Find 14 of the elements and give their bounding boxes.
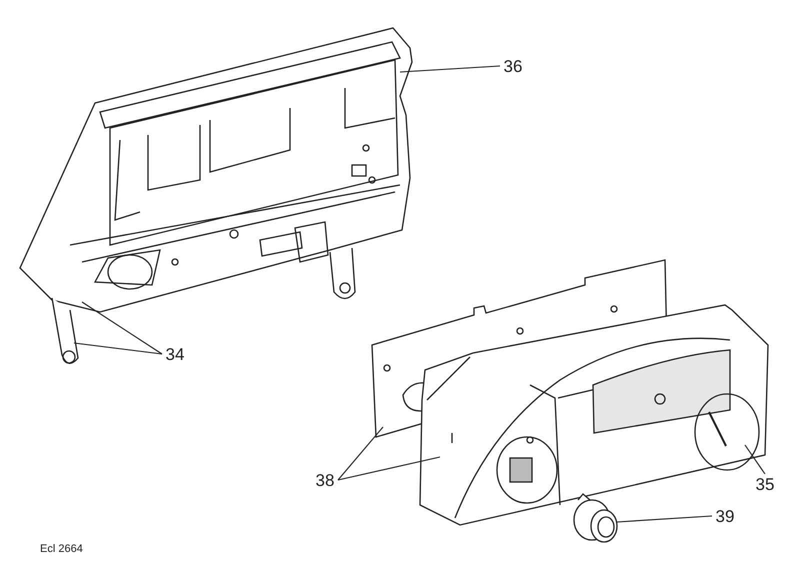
leader-line: [338, 456, 440, 481]
knob-drawing: [573, 493, 618, 543]
callout-number: 36: [500, 56, 526, 76]
leader-line: [74, 342, 162, 355]
leader-line: [400, 65, 500, 73]
callout-number: 38: [312, 470, 338, 490]
leader-line: [338, 426, 384, 480]
leader-line: [616, 515, 712, 523]
callout-number: 39: [712, 506, 738, 526]
drawing-reference: Ecl 2664: [40, 542, 83, 557]
leader-line: [82, 302, 162, 354]
leader-line: [744, 444, 766, 474]
callout-number: 35: [752, 474, 778, 494]
callout-number: 34: [162, 344, 188, 364]
